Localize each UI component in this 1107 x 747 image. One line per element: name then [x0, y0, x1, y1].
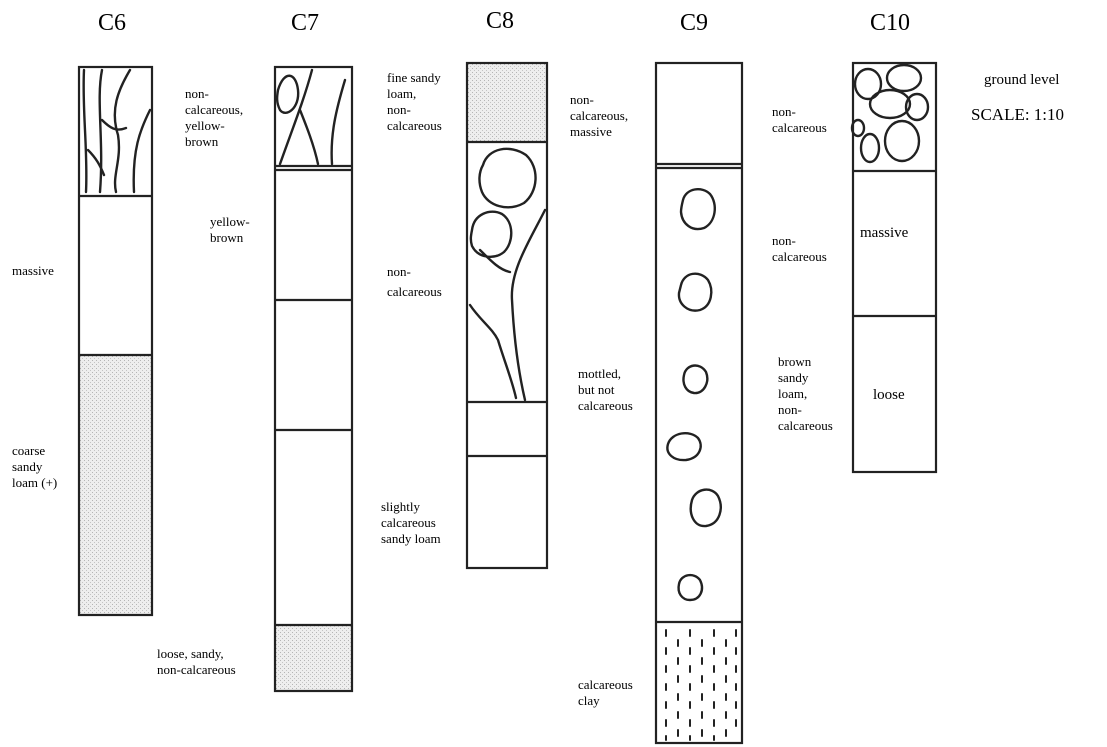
label-non: non- [387, 264, 411, 279]
stone-outline [850, 63, 930, 164]
label-but-not: but not [578, 382, 615, 397]
column-outline [654, 61, 744, 745]
label-non: non- [185, 86, 209, 101]
ground-level-label: ground level [984, 72, 1059, 88]
column-c7: non- calcareous, yellow- brown yellow- b… [157, 65, 354, 693]
label-loose-sandy: loose, sandy, [157, 646, 224, 661]
label-yellow: yellow- [185, 118, 225, 133]
stippled-horizon [275, 625, 352, 691]
cross-star-icon [475, 406, 543, 546]
label-calcareous: calcareous [578, 677, 633, 692]
label-sandy: sandy [778, 370, 809, 385]
label-calcareous: calcareous [387, 118, 442, 133]
column-title-c8: C8 [486, 8, 514, 34]
label-clay: clay [578, 693, 600, 708]
label-massive: massive [860, 225, 909, 241]
column-title-c9: C9 [680, 10, 708, 36]
root-line [82, 68, 152, 194]
stone-outline [469, 147, 537, 258]
label-non: non- [570, 92, 594, 107]
label-coarse: coarse [12, 443, 45, 458]
label-calcareous: calcareous [381, 515, 436, 530]
legend: ground level SCALE: 1:10 [971, 72, 1064, 124]
label-sandy: sandy [12, 459, 43, 474]
label-fine-sandy: fine sandy [387, 70, 441, 85]
clay-dash-pattern [665, 629, 737, 741]
column-title-c6: C6 [98, 10, 126, 36]
label-calcareous: calcareous [778, 418, 833, 433]
label-non: non- [772, 233, 796, 248]
label-non: non- [772, 104, 796, 119]
label-massive: massive [12, 263, 54, 278]
label-sandy-loam: sandy loam [381, 531, 441, 546]
label-slightly: slightly [381, 499, 421, 514]
label-non-calcareous: non-calcareous [157, 662, 236, 677]
label-calcareous: calcareous, [185, 102, 243, 117]
label-yellow: yellow- [210, 214, 250, 229]
label-calcareous: calcareous [578, 398, 633, 413]
stone-outline [666, 188, 722, 602]
stippled-horizon [467, 63, 547, 142]
cross-star-icon [276, 185, 341, 608]
label-loose: loose [873, 387, 905, 403]
label-loam: loam (+) [12, 475, 57, 490]
column-title-c10: C10 [870, 10, 910, 36]
column-c8: fine sandy loam, non- calcareous non- ca… [381, 61, 549, 570]
label-loam: loam, [778, 386, 807, 401]
label-brown: brown [778, 354, 812, 369]
column-c10: massive loose non- calcareous non- calca… [772, 61, 938, 474]
root-line [468, 208, 547, 402]
label-brown: brown [210, 230, 244, 245]
label-calcareous: calcareous [772, 120, 827, 135]
label-calcareous: calcareous [772, 249, 827, 264]
column-title-c7: C7 [291, 10, 319, 36]
label-calcareous: calcareous [387, 284, 442, 299]
column-outline [465, 61, 549, 570]
label-non: non- [387, 102, 411, 117]
column-outline [273, 65, 354, 693]
label-calcareous: calcareous, [570, 108, 628, 123]
label-loam: loam, [387, 86, 416, 101]
label-non: non- [778, 402, 802, 417]
column-c9: non- calcareous, massive mottled, but no… [570, 61, 744, 745]
column-outline [77, 65, 154, 617]
label-massive: massive [570, 124, 612, 139]
root-line [275, 68, 347, 166]
column-outline [851, 61, 938, 474]
scale-label: SCALE: 1:10 [971, 105, 1064, 124]
stippled-horizon [79, 355, 152, 615]
label-brown: brown [185, 134, 219, 149]
label-mottled: mottled, [578, 366, 621, 381]
column-c6: massive coarse sandy loam (+) [12, 65, 154, 617]
